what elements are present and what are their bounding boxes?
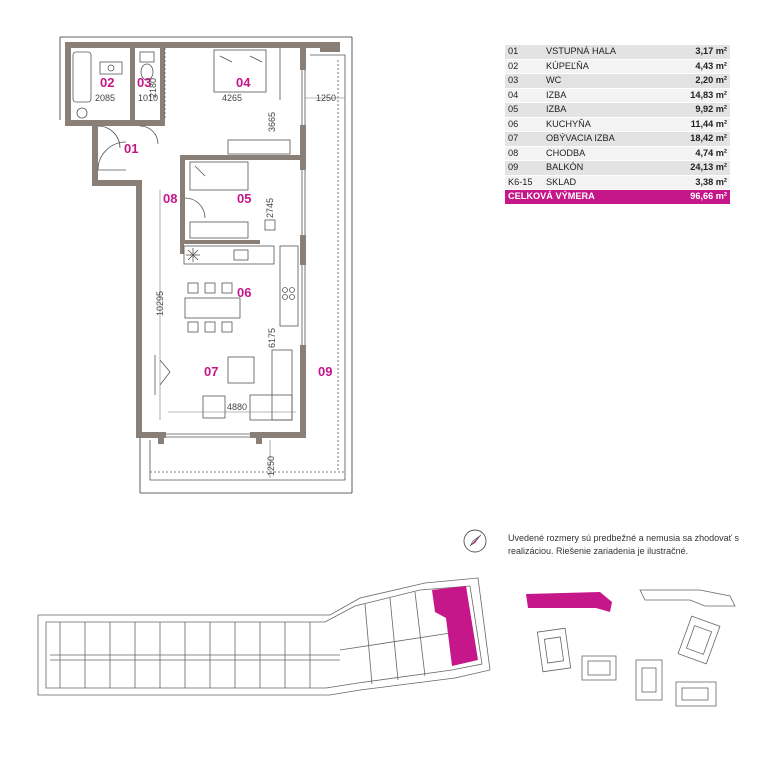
room-number: 06	[505, 117, 543, 132]
room-area: 2,20 m²	[662, 73, 730, 89]
bedroom-04-furniture	[164, 48, 291, 155]
room-name: BALKÓN	[543, 160, 663, 176]
room-area: 3,38 m²	[662, 175, 730, 190]
room-area: 9,92 m²	[662, 102, 730, 118]
room-name: KUCHYŇA	[543, 117, 663, 132]
room-label-06: 06	[237, 285, 251, 300]
kitchen-counter	[183, 245, 299, 327]
dim-2745: 2745	[265, 198, 275, 218]
room-name: OBÝVACIA IZBA	[543, 131, 663, 147]
balcony-outline	[149, 54, 346, 481]
room-name: IZBA	[543, 102, 663, 118]
site-plan-highlight	[526, 592, 612, 612]
room-name: KÚPEĽŇA	[543, 59, 663, 74]
room-number: 04	[505, 88, 543, 103]
site-plan	[536, 589, 736, 707]
disclaimer-note: Uvedené rozmery sú predbežné a nemusia s…	[508, 533, 740, 556]
total-label: CELKOVÁ VÝMERA	[505, 189, 663, 205]
room-label-03: 03	[137, 75, 151, 90]
dim-4880: 4880	[227, 402, 247, 412]
room-label-04: 04	[236, 75, 251, 90]
dimension-lines	[159, 97, 345, 478]
walls	[65, 42, 340, 444]
room-number: 03	[505, 73, 543, 89]
entrance-door	[97, 141, 127, 171]
room-number: K6-15	[505, 175, 543, 190]
building-key-plan	[37, 577, 491, 696]
total-area: 96,66 m²	[662, 189, 730, 205]
room-label-01: 01	[124, 141, 138, 156]
room-name: SKLAD	[543, 175, 663, 190]
room-label-08: 08	[163, 191, 177, 206]
room-area: 4,74 m²	[662, 146, 730, 161]
dim-3665: 3665	[267, 112, 277, 132]
room-name: CHODBA	[543, 146, 663, 161]
living-room-furniture	[154, 349, 293, 421]
room-label-05: 05	[237, 191, 251, 206]
room-area: 11,44 m²	[662, 117, 730, 132]
dim-1010: 1010	[138, 93, 158, 103]
room-label-07: 07	[204, 364, 218, 379]
windows	[166, 70, 306, 438]
room-area: 18,42 m²	[662, 131, 730, 147]
dim-10295: 10295	[155, 291, 165, 316]
north-arrow-icon	[463, 529, 487, 553]
room-label-02: 02	[100, 75, 114, 90]
room-number: 02	[505, 59, 543, 74]
room-number: 08	[505, 146, 543, 161]
room-area: 4,43 m²	[662, 59, 730, 74]
room-area: 24,13 m²	[662, 160, 730, 176]
dim-4265: 4265	[222, 93, 242, 103]
dim-1250-top: 1250	[316, 93, 336, 103]
bedroom-05-furniture	[184, 161, 276, 239]
cooktop-icon	[186, 248, 200, 262]
dim-2180: 2180	[148, 78, 158, 98]
bathroom-fixtures	[72, 51, 159, 149]
dim-2085: 2085	[95, 93, 115, 103]
room-number: 09	[505, 160, 543, 176]
room-number: 01	[505, 45, 543, 60]
room-number: 07	[505, 131, 543, 147]
room-label-09: 09	[318, 364, 332, 379]
room-area: 14,83 m²	[662, 88, 730, 103]
dim-1250-bottom: 1250	[266, 456, 276, 476]
room-name: VSTUPNÁ HALA	[543, 45, 663, 60]
room-number: 05	[505, 102, 543, 118]
selected-apartment-highlight	[432, 586, 478, 666]
plan-frame	[59, 36, 353, 494]
room-name: WC	[543, 73, 663, 89]
dining-table	[184, 282, 241, 333]
dim-6175: 6175	[267, 328, 277, 348]
room-area: 3,17 m²	[662, 45, 730, 60]
room-name: IZBA	[543, 88, 663, 103]
